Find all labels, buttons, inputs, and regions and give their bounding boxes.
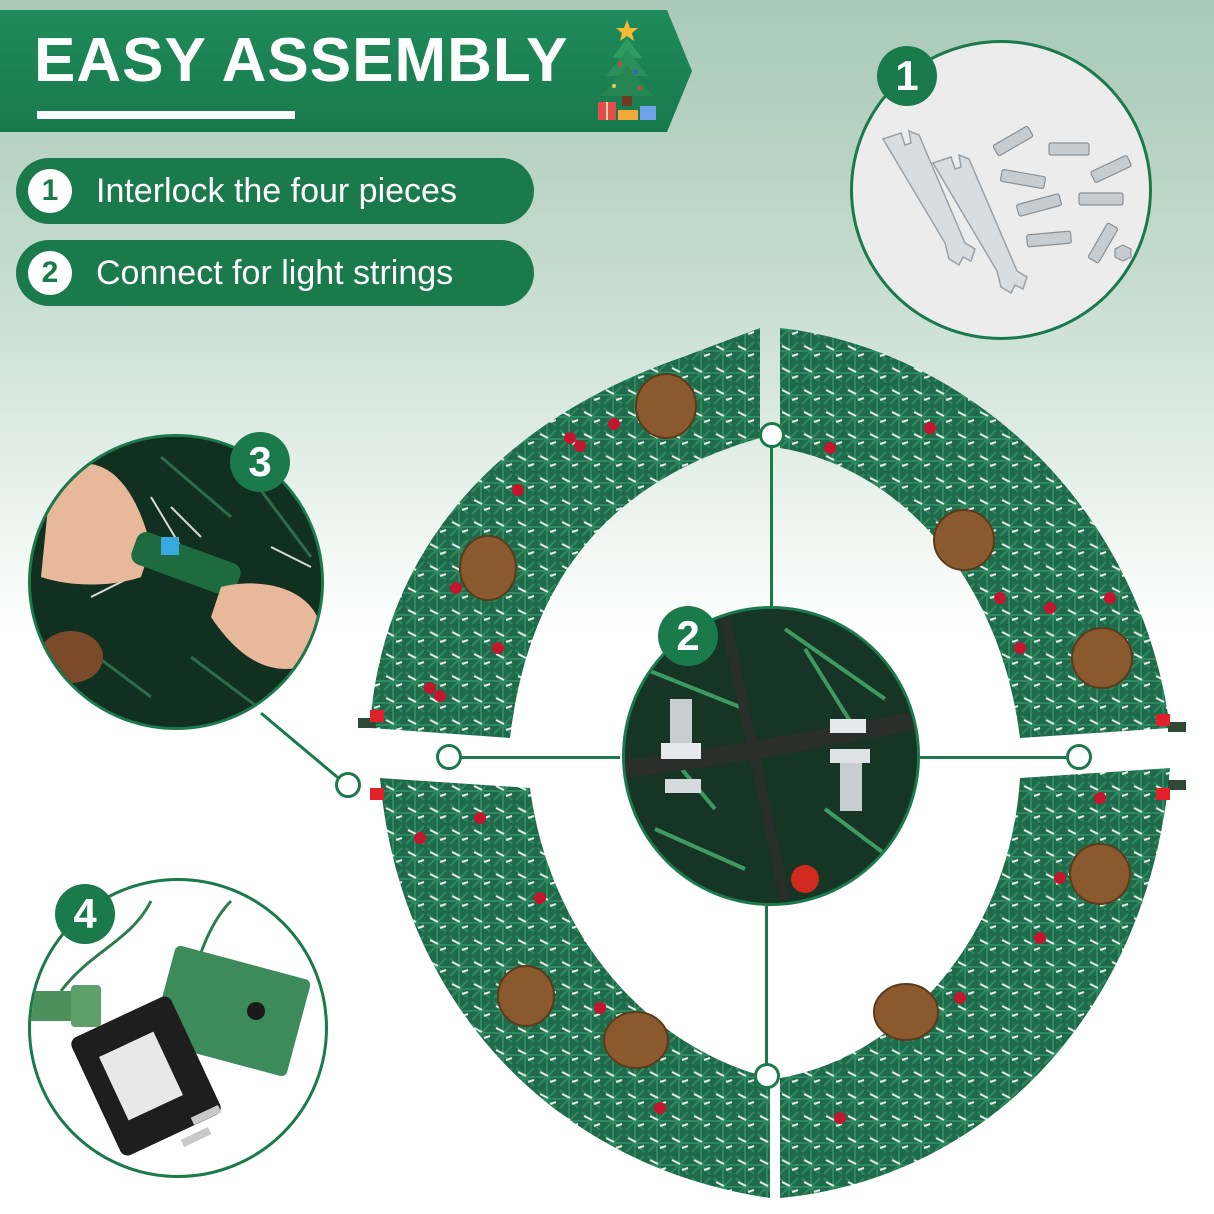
page-title: EASY ASSEMBLY (34, 26, 569, 95)
pinecone-icons (459, 373, 1133, 1069)
wreath-segment-bottom-left (380, 778, 770, 1198)
connector-ring-left (436, 744, 462, 770)
step-2-label: Connect for light strings (96, 253, 454, 292)
red-berry-icons (414, 418, 1116, 1124)
connector-line-top (770, 447, 773, 607)
callout-3-badge: 3 (230, 432, 290, 492)
title-underline (37, 111, 295, 119)
callout-1-badge: 1 (877, 46, 937, 106)
callout-1-hardware-photo (850, 40, 1152, 340)
connector-line-left (460, 756, 620, 759)
callout-4-adapter-photo (28, 878, 328, 1178)
callout-2-joint-photo (622, 606, 920, 906)
step-1-label: Interlock the four pieces (96, 171, 457, 210)
step-1-pill: 1 Interlock the four pieces (16, 158, 534, 224)
connector-ring-top (759, 422, 785, 448)
light-plug-icons (358, 710, 1186, 800)
callout-4-badge: 4 (55, 884, 115, 944)
step-2-number-icon: 2 (28, 251, 72, 295)
connector-line-right (920, 756, 1066, 759)
connector-ring-right (1066, 744, 1092, 770)
power-adapter-and-controller-icon (31, 899, 311, 1156)
connector-line-bottom (765, 905, 768, 1065)
christmas-tree-icon (598, 20, 656, 120)
step-1-number-icon: 1 (28, 169, 72, 213)
step-2-pill: 2 Connect for light strings (16, 240, 534, 306)
connector-line-callout-3 (260, 712, 347, 786)
bolted-frame-joint-icon (625, 609, 917, 903)
connector-ring-bottom (754, 1063, 780, 1089)
callout-2-badge: 2 (658, 606, 718, 666)
connector-ring-callout-3 (335, 772, 361, 798)
wreath-four-pieces-image (358, 328, 1186, 1198)
wrench-and-bolts-icon (881, 125, 1132, 295)
